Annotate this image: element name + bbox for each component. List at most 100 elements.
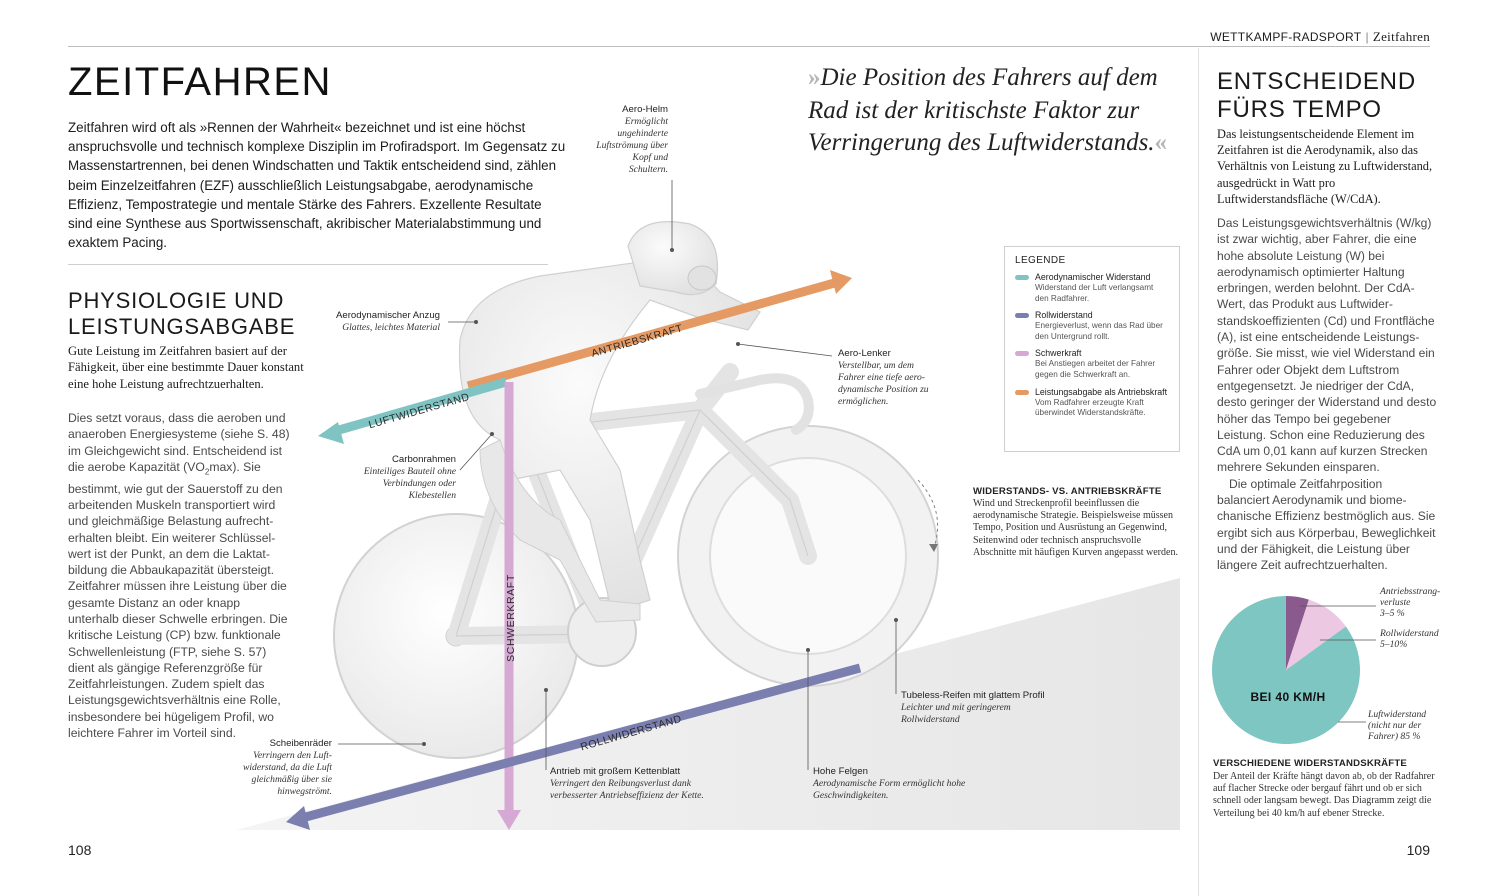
legend-item-desc: Widerstand der Luft verlang­samt den Rad… xyxy=(1035,283,1154,303)
right-body: Das Leistungsgewichtsverhältnis (W/kg) i… xyxy=(1217,215,1437,574)
physiology-body-post: max). Sie bestimmt, wie gut der Sauersto… xyxy=(68,459,288,741)
pie-label-rolling-name: Rollwiderstand xyxy=(1380,628,1439,639)
legend-item-name: Rollwiderstand xyxy=(1035,310,1093,321)
callout-tyres-text: Leichter und mit geringerem Rollwidersta… xyxy=(901,702,1011,725)
header-rule xyxy=(68,46,1430,47)
callout-leaders xyxy=(338,180,899,770)
page-title: ZEITFAHREN xyxy=(68,60,332,104)
pie-slice xyxy=(1286,599,1346,670)
diagram-caption-text: Der Anteil der Kräfte hängt davon ab, ob… xyxy=(1213,771,1435,819)
drag-force-arrow xyxy=(330,377,508,437)
right-body-p2: Die optimale Zeitfahrposition balanciert… xyxy=(1217,476,1436,573)
section-rule xyxy=(68,264,548,265)
callout-disc-text: Verringern den Luft­widerstand, da die L… xyxy=(242,750,332,797)
pie-label-drive-name: Antriebsstrang­verluste xyxy=(1380,586,1441,609)
pie-slice xyxy=(1212,596,1360,744)
pie-label-air: Luftwiderstand (nicht nur der Fahrer) 85… xyxy=(1368,709,1442,743)
callout-handlebar: Aero-Lenker Verstellbar, um dem Fahrer e… xyxy=(838,348,938,408)
callout-tyres-title: Tubeless-Reifen mit glattem Profil xyxy=(901,690,1045,701)
right-heading-line2: FÜRS TEMPO xyxy=(1217,96,1382,123)
physiology-body-pre: Dies setzt voraus, dass die aeroben und … xyxy=(68,411,290,474)
callout-frame: Carbonrahmen Einteiliges Bauteil ohne Ve… xyxy=(346,454,456,502)
legend-heading: LEGENDE xyxy=(1015,255,1066,266)
callout-drive-text: Verringert den Reibungsverlust dank verb… xyxy=(550,778,704,801)
callout-disc-wheels: Scheibenräder Verringern den Luft­widers… xyxy=(236,738,332,798)
right-lead: Das leistungsentscheidende Element im Ze… xyxy=(1217,127,1433,206)
callout-tyres: Tubeless-Reifen mit glattem Profil Leich… xyxy=(901,690,1071,726)
callout-suit: Aerodynamischer Anzug Glattes, leichtes … xyxy=(300,310,440,334)
pull-quote: »Die Position des Fahrers auf dem Rad is… xyxy=(808,62,1168,160)
legend-swatch-drive xyxy=(1015,389,1029,395)
legend-item-desc: Energieverlust, wenn das Rad über den Un… xyxy=(1035,321,1163,341)
physiology-lead: Gute Leistung im Zeitfahren basiert auf … xyxy=(68,344,304,391)
pie-label-air-value: Fahrer) 85 % xyxy=(1368,731,1421,743)
drive-force-arrowhead xyxy=(830,270,852,294)
pie-title: BEI 40 KM/H xyxy=(1250,690,1326,704)
rolling-force-arrowhead xyxy=(286,806,310,830)
callout-rims-title: Hohe Felgen xyxy=(813,766,868,777)
callout-drive-title: Antrieb mit großem Kettenblatt xyxy=(550,766,681,777)
running-header: WETTKAMPF-RADSPORT|Zeitfahren xyxy=(1210,29,1430,45)
diagram-caption-title: VERSCHIEDENE WIDERSTANDSKRÄFTE xyxy=(1213,758,1407,769)
legend-item: Leistungsabgabe als Antriebskraft Vom Ra… xyxy=(1015,387,1169,419)
callout-helmet-title: Aero-Helm xyxy=(622,104,668,115)
intro-text: Zeitfahren wird oft als »Rennen der Wahr… xyxy=(68,120,566,251)
pie-label-drive-value: 3–5 % xyxy=(1380,608,1405,620)
callout-handlebar-text: Verstellbar, um dem Fahrer eine tiefe ae… xyxy=(838,360,929,407)
page-spine xyxy=(1198,48,1199,896)
wind-curve xyxy=(917,479,939,549)
legend-box: LEGENDE Aerodynamischer Widerstand Wider… xyxy=(1004,246,1180,452)
visor xyxy=(687,265,717,291)
road-slope xyxy=(236,578,1180,830)
page-number-right: 109 xyxy=(1406,842,1430,858)
legend-item-name: Leistungsabgabe als Antriebskraft xyxy=(1035,386,1168,397)
drive-force-arrow xyxy=(466,277,840,391)
callout-rims-text: Aerodynamische Form ermöglicht hohe Gesc… xyxy=(813,778,966,801)
legend-item: Aerodynamischer Widerstand Widerstand de… xyxy=(1015,272,1169,304)
right-heading: ENTSCHEIDEND FÜRS TEMPO xyxy=(1217,68,1416,124)
rider-leg xyxy=(479,439,641,623)
callout-helmet-text: Ermöglicht ungehinderte Luftströmung übe… xyxy=(596,116,668,175)
resist-vs-drive-title: WIDERSTANDS- VS. ANTRIEBSKRÄFTE xyxy=(973,486,1162,497)
running-header-subsection: Zeitfahren xyxy=(1372,29,1430,44)
running-header-separator: | xyxy=(1365,30,1369,44)
right-heading-line1: ENTSCHEIDEND xyxy=(1217,68,1416,95)
quote-close-mark: « xyxy=(1154,129,1168,156)
pie-label-air-note: (nicht nur der xyxy=(1368,720,1422,732)
rolling-force-arrow xyxy=(300,663,862,823)
pie-label-drive: Antriebsstrang­verluste 3–5 % xyxy=(1380,586,1450,620)
legend-item: Rollwiderstand Energieverlust, wenn das … xyxy=(1015,310,1169,342)
pie-label-rolling-value: 5–10% xyxy=(1380,639,1408,651)
right-body-p1: Das Leistungsgewichtsverhältnis (W/kg) i… xyxy=(1217,216,1437,475)
pie-slice xyxy=(1286,596,1309,670)
running-header-section: WETTKAMPF-RADSPORT xyxy=(1210,30,1362,44)
quote-open-mark: » xyxy=(808,64,821,91)
callout-frame-text: Einteiliges Bauteil ohne Verbindungen od… xyxy=(363,466,456,501)
legend-item-name: Schwerkraft xyxy=(1035,348,1082,359)
callout-rims: Hohe Felgen Aerodynamische Form ermöglic… xyxy=(813,766,973,802)
legend-item-desc: Vom Radfahrer erzeugte Kraft überwindet … xyxy=(1035,397,1146,418)
drag-label: LUFTWIDERSTAND xyxy=(367,391,471,431)
callout-suit-title: Aerodynamischer Anzug xyxy=(336,310,440,321)
callout-suit-text: Glattes, leichtes Material xyxy=(342,322,440,333)
gravity-label: SCHWERKRAFT xyxy=(505,574,517,662)
resist-vs-drive-text: Wind und Streckenprofil beeinflussen die… xyxy=(973,498,1178,558)
callout-disc-title: Scheibenräder xyxy=(269,738,332,749)
legend-swatch-drag xyxy=(1015,275,1029,280)
callout-handlebar-title: Aero-Lenker xyxy=(838,348,891,359)
physiology-body-sub: 2 xyxy=(204,467,210,477)
quote-text: Die Position des Fahrers auf dem Rad ist… xyxy=(808,64,1158,156)
rider-body xyxy=(458,260,761,613)
physiology-heading-line2: LEISTUNGSABGABE xyxy=(68,314,296,339)
callout-helmet: Aero-Helm Ermöglicht ungehinderte Luftst… xyxy=(596,104,668,176)
pie-label-air-name: Luftwiderstand xyxy=(1368,709,1427,720)
callout-drive: Antrieb mit großem Kettenblatt Verringer… xyxy=(550,766,710,802)
physiology-heading-line1: PHYSIOLOGIE UND xyxy=(68,288,285,313)
gravity-force-arrowhead xyxy=(497,810,521,830)
legend-item-name: Aerodynamischer Widerstand xyxy=(1035,272,1151,282)
physiology-body: Dies setzt voraus, dass die aeroben und … xyxy=(68,410,290,741)
legend-item-desc: Bei Anstiegen arbeitet der Fah­rer gegen… xyxy=(1035,359,1156,379)
callout-frame-title: Carbonrahmen xyxy=(392,454,456,465)
physiology-heading: PHYSIOLOGIE UND LEISTUNGSABGABE xyxy=(68,288,295,340)
